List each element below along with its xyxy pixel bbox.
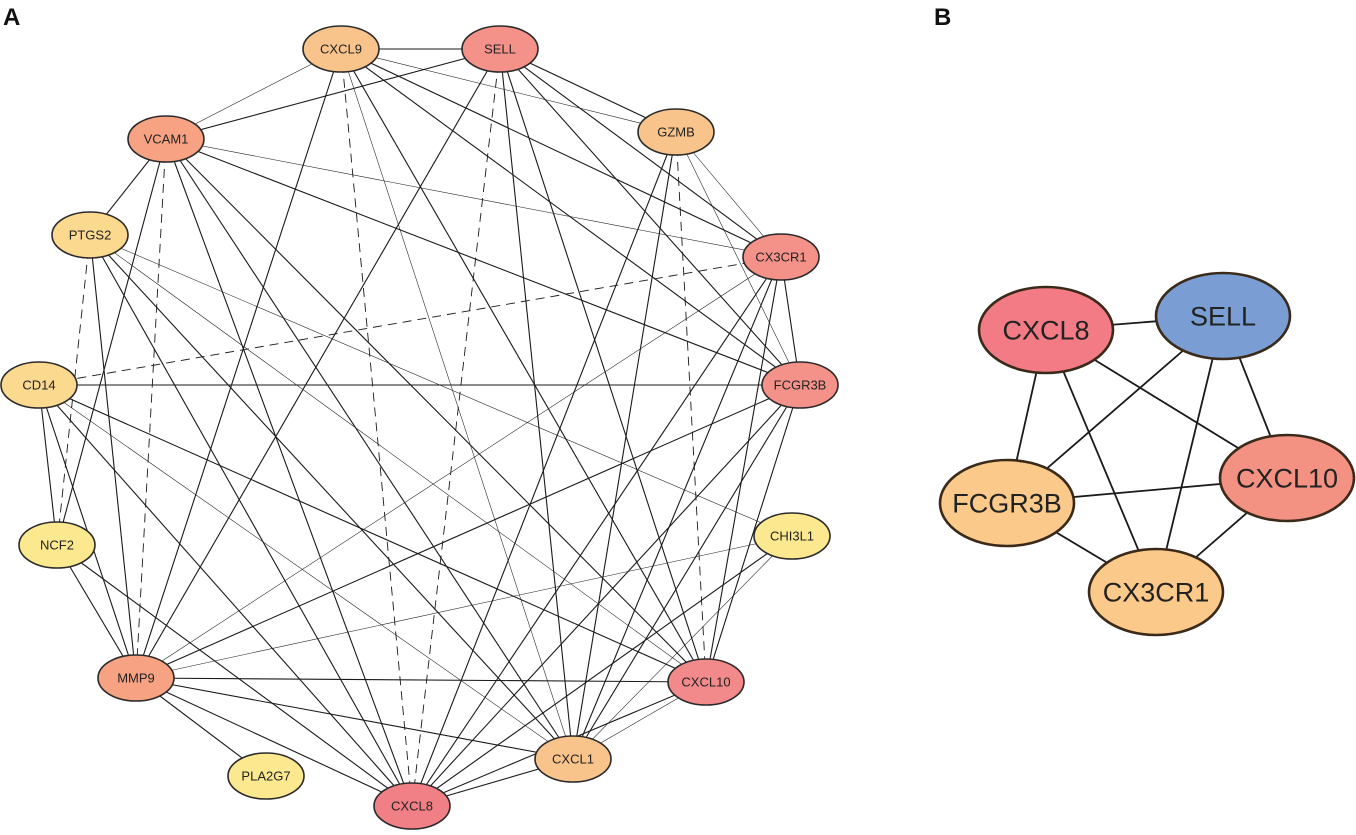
edge-sell-fcgr3b	[499, 48, 801, 386]
edge-vcam1-ncf2	[56, 138, 167, 546]
edge-cxcl9-cxcl8	[340, 48, 413, 807]
node-sell[interactable]: SELL	[461, 25, 539, 73]
node-label: SELL	[484, 42, 516, 57]
edge-cxcl9-mmp9	[135, 48, 342, 679]
node-gzmb[interactable]: GZMB	[637, 108, 715, 156]
node-cxcl10[interactable]: CXCL10	[667, 658, 745, 706]
edge-sell-cxcl1	[499, 48, 574, 760]
node-cx3cr1[interactable]: CX3CR1	[1087, 547, 1225, 637]
edge-cxcl9-cxcl10	[340, 48, 707, 683]
edge-vcam1-cx3cr1	[165, 138, 782, 258]
edge-mmp9-cxcl10	[135, 677, 707, 683]
node-mmp9[interactable]: MMP9	[97, 654, 175, 702]
node-sell[interactable]: SELL	[1154, 271, 1292, 361]
edge-cd14-cxcl10	[38, 384, 707, 683]
node-label: PTGS2	[69, 228, 112, 243]
node-fcgr3b[interactable]: FCGR3B	[938, 458, 1076, 548]
node-label: PLA2G7	[241, 769, 290, 784]
edge-mmp9-cxcl8	[135, 677, 413, 807]
edge-cd14-cxcl8	[38, 384, 413, 807]
node-ptgs2[interactable]: PTGS2	[51, 211, 129, 259]
edge-sell-cx3cr1	[499, 48, 782, 258]
node-cd14[interactable]: CD14	[0, 361, 78, 409]
edge-fcgr3b-mmp9	[135, 384, 801, 679]
edge-cx3cr1-cxcl10	[705, 256, 782, 683]
node-cxcl1[interactable]: CXCL1	[534, 735, 612, 783]
edge-cxcl8-cx3cr1	[1045, 329, 1157, 593]
node-ncf2[interactable]: NCF2	[18, 521, 96, 569]
node-label: CD14	[22, 378, 55, 393]
edge-sell-vcam1	[165, 48, 501, 140]
node-cx3cr1[interactable]: CX3CR1	[742, 233, 820, 281]
node-label: CX3CR1	[755, 250, 806, 265]
node-label: NCF2	[40, 538, 74, 553]
node-label: GZMB	[657, 125, 695, 140]
node-label: FCGR3B	[952, 489, 1062, 519]
edge-gzmb-fcgr3b	[675, 131, 801, 386]
edge-sell-cx3cr1	[1155, 315, 1224, 593]
edge-ptgs2-cxcl8	[89, 234, 413, 807]
edge-cxcl9-gzmb	[340, 48, 677, 133]
edge-vcam1-cxcl8	[165, 138, 413, 807]
node-label: CHI3L1	[770, 529, 814, 544]
node-label: CXCL10	[681, 675, 730, 690]
node-label: CXCL9	[320, 42, 362, 57]
node-label: CXCL1	[552, 752, 594, 767]
edge-vcam1-mmp9	[135, 138, 167, 679]
edge-fcgr3b-cxcl10	[705, 384, 801, 683]
edge-cxcl9-cx3cr1	[340, 48, 782, 258]
node-vcam1[interactable]: VCAM1	[127, 115, 205, 163]
edge-gzmb-cxcl10	[675, 131, 707, 683]
edge-ptgs2-cxcl1	[89, 234, 574, 760]
edge-vcam1-cxcl10	[165, 138, 707, 683]
panel-b-label: B	[934, 4, 951, 31]
edge-cx3cr1-cxcl1	[572, 256, 782, 760]
node-label: CXCL8	[1002, 316, 1089, 346]
edge-gzmb-cxcl1	[572, 131, 677, 760]
node-cxcl8[interactable]: CXCL8	[373, 782, 451, 830]
edge-ptgs2-cxcl10	[89, 234, 707, 683]
edge-sell-cxcl10	[499, 48, 707, 683]
node-label: CXCL10	[1236, 464, 1338, 494]
edge-cxcl9-cxcl1	[340, 48, 574, 760]
edge-fcgr3b-cxcl8	[411, 384, 801, 807]
node-pla2g7[interactable]: PLA2G7	[227, 752, 305, 800]
edge-fcgr3b-cxcl1	[572, 384, 801, 760]
edge-chi3l1-mmp9	[135, 535, 793, 679]
node-cxcl10[interactable]: CXCL10	[1218, 433, 1356, 523]
edge-sell-mmp9	[135, 48, 501, 679]
node-label: CXCL8	[391, 799, 433, 814]
edge-cd14-cxcl1	[38, 384, 574, 760]
edge-ncf2-cxcl8	[56, 544, 413, 807]
edge-cxcl9-fcgr3b	[340, 48, 801, 386]
node-chi3l1[interactable]: CHI3L1	[753, 512, 831, 560]
edge-ptgs2-mmp9	[89, 234, 137, 679]
node-label: SELL	[1190, 302, 1256, 332]
node-cxcl8[interactable]: CXCL8	[977, 285, 1115, 375]
node-cxcl9[interactable]: CXCL9	[302, 25, 380, 73]
edge-gzmb-cxcl8	[411, 131, 677, 807]
node-label: CX3CR1	[1103, 578, 1210, 608]
node-label: MMP9	[117, 671, 155, 686]
edge-chi3l1-cxcl8	[411, 535, 793, 807]
edge-vcam1-fcgr3b	[165, 138, 801, 386]
panel-a-label: A	[3, 4, 20, 31]
node-label: VCAM1	[144, 132, 189, 147]
node-fcgr3b[interactable]: FCGR3B	[761, 361, 839, 409]
edge-chi3l1-cxcl1	[572, 535, 793, 760]
edge-cx3cr1-cd14	[38, 256, 782, 386]
edge-mmp9-cxcl1	[135, 677, 574, 760]
edge-cx3cr1-cxcl8	[411, 256, 782, 807]
edge-vcam1-cxcl1	[165, 138, 574, 760]
edge-cx3cr1-mmp9	[135, 256, 782, 679]
panel-a-edges	[38, 48, 801, 807]
edge-cd14-ncf2	[38, 384, 58, 546]
node-label: FCGR3B	[774, 378, 827, 393]
